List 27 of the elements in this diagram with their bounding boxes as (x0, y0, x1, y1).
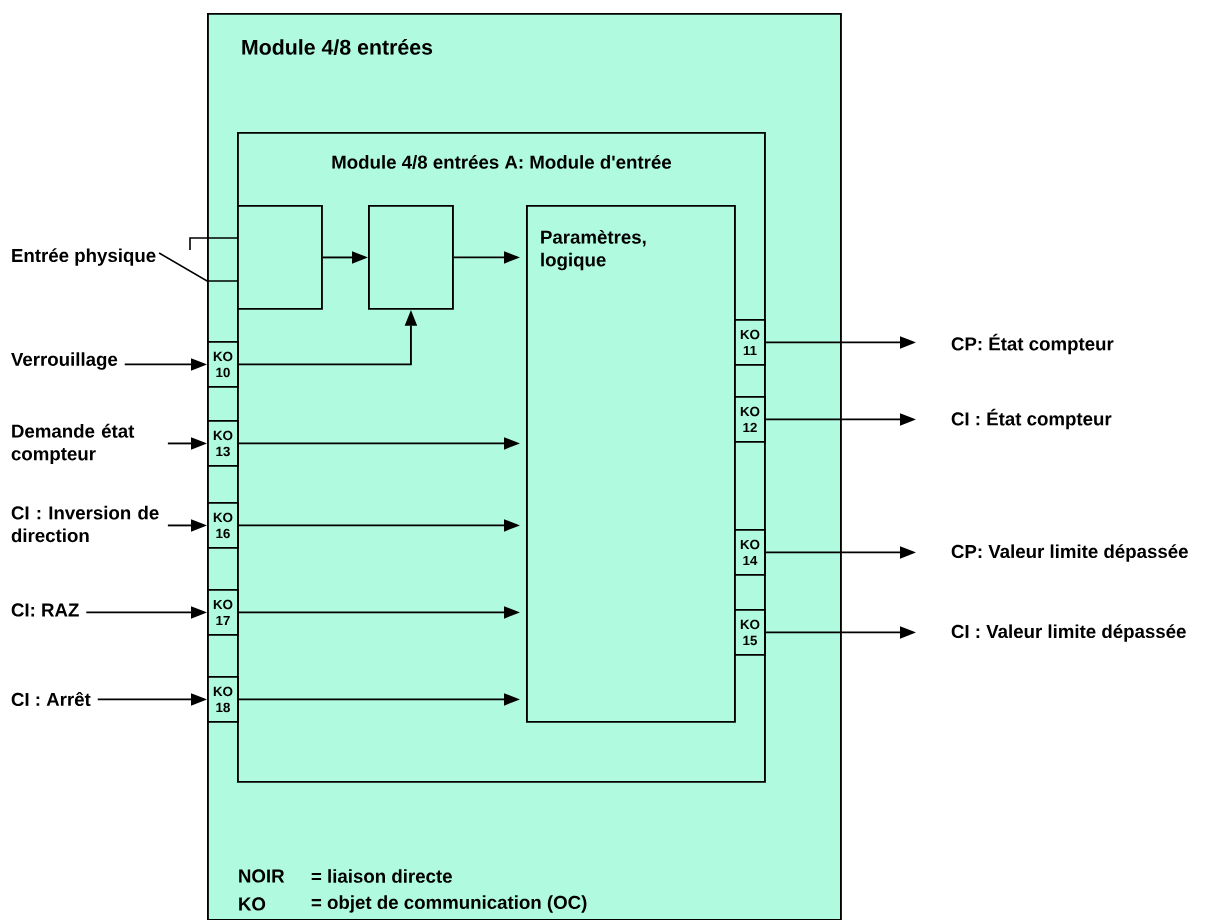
signal-label: CI: RAZ (11, 603, 79, 617)
function-box (237, 205, 323, 310)
signal-label: CP: Valeur limite dépassée (951, 544, 1188, 562)
legend-text: = liaison directe (311, 869, 452, 883)
ko-box: KO 10 (207, 341, 239, 388)
ko-box: KO 17 (207, 589, 239, 636)
ko-box: KO 14 (734, 529, 766, 576)
signal-label: CI : Inversion de direction (11, 505, 159, 543)
signal-label: Demande état compteur (11, 423, 135, 465)
ko-box: KO 12 (734, 396, 766, 443)
signal-label: Verrouillage (11, 352, 118, 370)
signal-label: CI : Arrêt (11, 691, 91, 707)
ko-box: KO 13 (207, 420, 239, 467)
legend-text: KO (239, 897, 266, 911)
signal-label: CI : État compteur (951, 408, 1112, 430)
switch-symbol (158, 237, 238, 282)
function-box (368, 205, 454, 310)
ko-box: KO 11 (734, 319, 766, 366)
logic-box: Paramètres, logique (526, 205, 736, 723)
legend-text: = objet de communication (OC) (311, 895, 587, 913)
signal-label: CP: État compteur (951, 333, 1114, 355)
signal-label: Entrée physique (12, 248, 156, 266)
ko-box: KO 15 (734, 609, 766, 656)
ko-box: KO 16 (207, 502, 239, 549)
legend-text: NOIR (239, 869, 285, 883)
ko-box: KO 18 (207, 676, 239, 723)
signal-label: CI : Valeur limite dépassée (951, 624, 1186, 642)
